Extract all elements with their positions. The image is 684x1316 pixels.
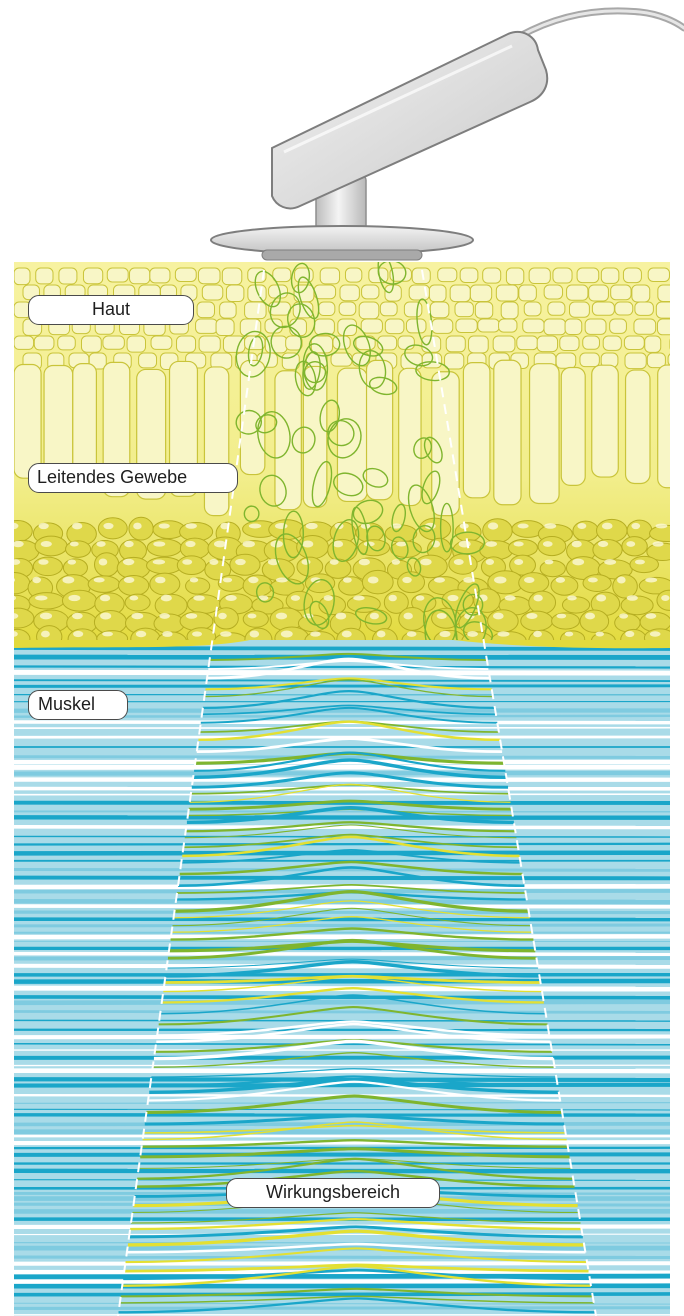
label-effect-area: Wirkungsbereich [226,1178,440,1208]
ultrasound-probe-icon [211,11,684,260]
label-conductive-tissue: Leitendes Gewebe [28,463,238,493]
label-skin: Haut [28,295,194,325]
label-muscle: Muskel [28,690,128,720]
muscle-layer [14,624,670,1316]
